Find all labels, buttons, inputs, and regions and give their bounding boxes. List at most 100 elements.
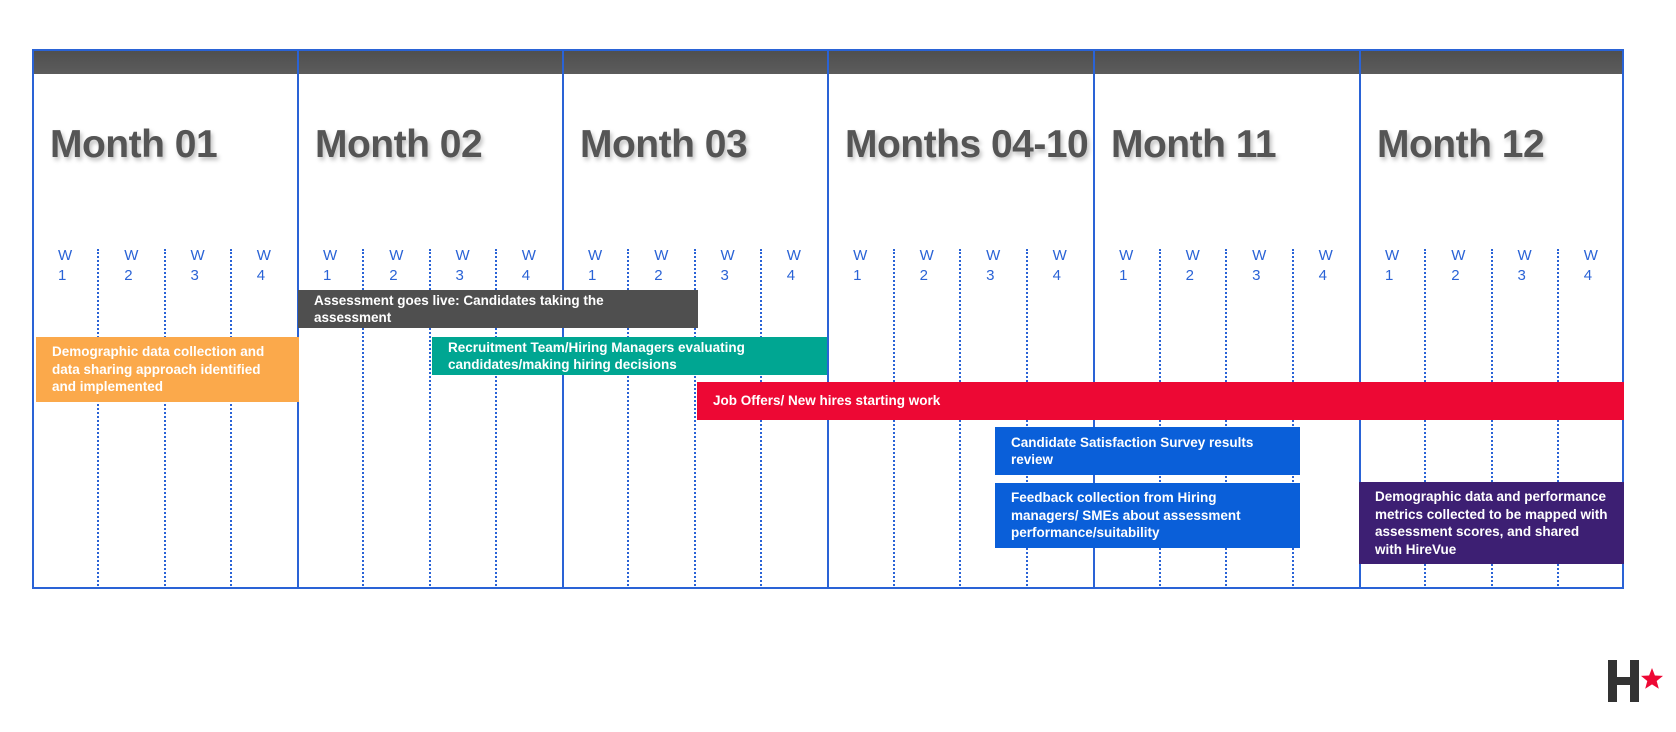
task-label: Demographic data and performance metrics… [1375,489,1608,557]
week-letter: W [190,247,205,264]
week-letter: W [786,247,801,264]
week-letter: W [521,247,536,264]
month-column: Month 01 [32,49,297,589]
month-title: Month 02 [315,123,483,166]
month-title: Month 11 [1111,123,1277,166]
week-number: 2 [124,267,133,284]
month-header-bar [1095,51,1359,74]
week-number: 4 [256,267,266,284]
month-title: Month 01 [50,123,218,166]
week-letter: W [1052,247,1067,264]
month-header-bar [564,51,827,74]
week-number: 1 [853,267,862,284]
week-letter: W [1583,247,1598,264]
week-letter: W [1119,247,1134,264]
week-number: 3 [1252,267,1261,284]
week-number: 3 [455,267,464,284]
week-divider [229,249,232,586]
week-letter: W [124,247,139,264]
task-label: Demographic data collection and data sha… [52,344,265,395]
task-label: Assessment goes live: Candidates taking … [314,292,604,326]
week-number: 1 [322,267,332,284]
week-letter: W [654,247,669,264]
hirevue-logo-icon [1608,660,1663,702]
task-label: Feedback collection from Hiring managers… [1011,490,1241,541]
week-divider [494,249,497,586]
week-number: 2 [654,267,663,284]
week-number: 2 [919,267,928,284]
week-divider [163,249,166,586]
week-letter: W [1252,247,1267,264]
week-letter: W [389,247,404,264]
week-number: 1 [587,267,597,284]
week-number: 1 [1119,267,1128,284]
month-column: Month 12 [1359,49,1624,589]
week-letter: W [455,247,470,264]
week-letter: W [58,247,73,264]
week-divider [627,249,630,586]
week-letter: W [256,247,271,264]
week-number: 3 [1517,267,1526,284]
task-bar: Assessment goes live: Candidates taking … [298,290,698,328]
week-number: 2 [1451,267,1460,284]
week-divider [428,249,431,586]
task-bar: Job Offers/ New hires starting work [697,382,1624,420]
week-number: 3 [720,267,729,284]
month-header-bar [34,51,297,74]
week-letter: W [1318,247,1333,264]
month-title: Month 03 [580,123,748,166]
week-number: 2 [389,267,398,284]
week-number: 3 [190,267,199,284]
task-bar: Recruitment Team/Hiring Managers evaluat… [432,337,827,375]
task-bar: Feedback collection from Hiring managers… [995,483,1300,548]
week-letter: W [853,247,868,264]
week-letter: W [1451,247,1466,264]
task-label: Recruitment Team/Hiring Managers evaluat… [448,339,745,373]
task-bar: Demographic data collection and data sha… [36,337,299,402]
week-letter: W [1517,247,1532,264]
task-label: Job Offers/ New hires starting work [713,393,941,409]
week-letter: W [919,247,934,264]
week-number: 1 [1384,267,1394,284]
task-label: Candidate Satisfaction Survey results re… [1011,434,1254,468]
week-number: 4 [1583,267,1593,284]
week-number: 2 [1185,267,1194,284]
week-number: 1 [57,267,67,284]
week-number: 4 [786,267,796,284]
month-header-bar [1361,51,1622,74]
month-header-bar [829,51,1093,74]
week-letter: W [720,247,735,264]
task-bar: Demographic data and performance metrics… [1359,482,1624,564]
month-title: Month 12 [1377,123,1545,166]
week-divider [362,249,365,586]
week-letter: W [1385,247,1400,264]
week-letter: W [1185,247,1200,264]
week-number: 4 [1318,267,1327,284]
month-column: Months 04-10 [827,49,1093,589]
week-letter: W [588,247,603,264]
week-number: 4 [521,267,531,284]
